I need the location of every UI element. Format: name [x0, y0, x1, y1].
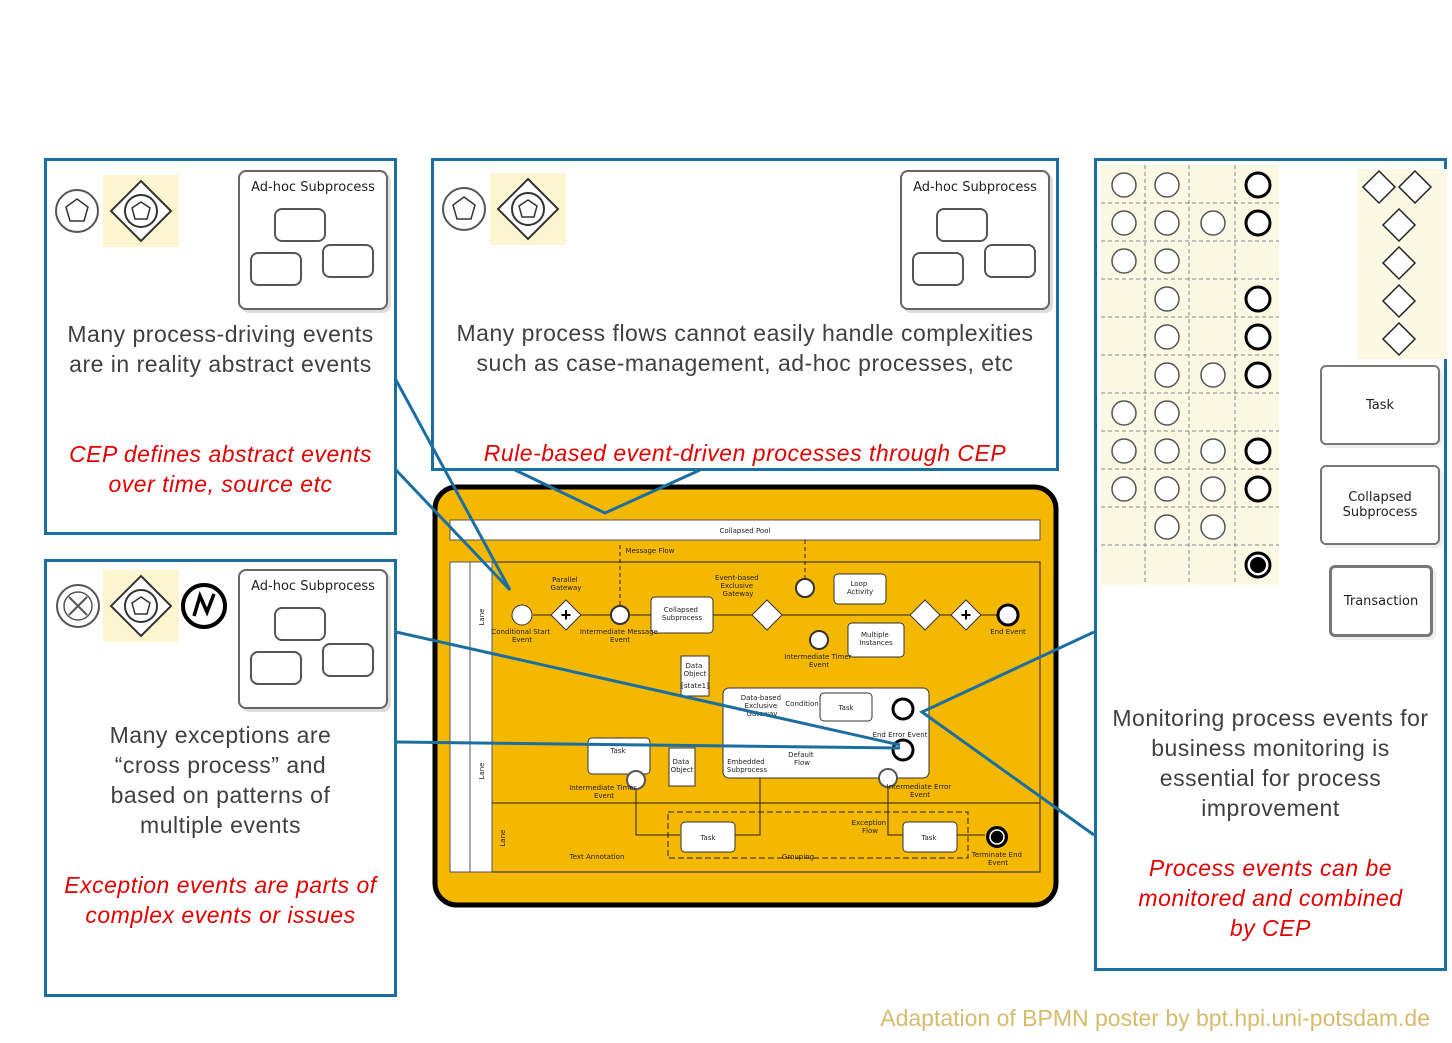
callout-highlight: CEP defines abstract events over time, s…	[69, 441, 372, 497]
gateway-palette	[1357, 169, 1447, 359]
palette-task: Task	[1320, 365, 1440, 445]
conditional-start-event-icon	[511, 604, 533, 626]
palette-transaction: Transaction	[1329, 565, 1433, 637]
pool-label: Collapsed Pool	[720, 527, 771, 535]
data-object-label: Data Object	[684, 662, 707, 678]
default-flow-label: Default Flow	[788, 751, 816, 767]
condition-label: Condition	[785, 700, 818, 708]
collapsed-subprocess-label: Collapsed Subprocess	[662, 606, 703, 622]
end-event-label: End Event	[990, 628, 1026, 636]
callout-highlight: Exception events are parts of complex ev…	[64, 872, 377, 928]
callout-body: Many process-driving events are in reali…	[67, 321, 374, 377]
adhoc-subprocess: Ad-hoc Subprocess	[238, 170, 388, 310]
timer-event-icon	[809, 630, 829, 650]
event-icons	[442, 173, 566, 245]
callout-body: Many exceptions are “cross process” and …	[109, 722, 332, 838]
terminate-event-label: Terminate End Event	[971, 851, 1024, 867]
event-gateway-icon	[751, 599, 783, 631]
data-gateway-label: Data-based Exclusive Gateway	[741, 694, 784, 718]
end-error-label: End Error Event	[873, 731, 928, 739]
parallel-gateway-icon	[550, 599, 582, 631]
embedded-subprocess-label: Embedded Subprocess	[727, 758, 768, 774]
message-event-icon	[610, 605, 630, 625]
data-object-label: Data Object	[671, 758, 694, 774]
lane-label: Lane	[478, 763, 486, 780]
lane-label: Lane	[478, 609, 486, 626]
svg-text:+: +	[961, 605, 972, 625]
footer-credit: Adaptation of BPMN poster by bpt.hpi.uni…	[880, 1005, 1430, 1031]
callout-abstract-events: Ad-hoc Subprocess Many process-driving e…	[44, 158, 397, 535]
palette-collapsed-subprocess: Collapsed Subprocess	[1320, 465, 1440, 545]
event-gateway-label: Event-based Exclusive Gateway	[715, 574, 761, 598]
callout-case-management: Ad-hoc Subprocess Many process flows can…	[431, 158, 1059, 471]
text-annotation-label: Text Annotation	[569, 853, 625, 861]
task-label: Task	[609, 747, 626, 755]
end-event-icon	[996, 603, 1020, 627]
event-icons	[55, 175, 179, 247]
svg-text:+: +	[561, 605, 572, 625]
task-label: Task	[699, 834, 716, 842]
callout-body: Many process flows cannot easily handle …	[456, 320, 1034, 376]
lane-label: Lane	[499, 830, 507, 847]
callout-highlight: Rule-based event-driven processes throug…	[483, 440, 1007, 466]
exception-flow-label: Exception Flow	[852, 819, 889, 835]
multiple-instances-label: Multiple Instances	[859, 631, 893, 647]
message-flow-label: Message Flow	[626, 547, 675, 555]
event-palette	[1101, 165, 1279, 585]
task-label: Task	[837, 704, 854, 712]
task-label: Task	[920, 834, 937, 842]
callout-body: Monitoring process events for business m…	[1112, 705, 1429, 821]
adhoc-subprocess: Ad-hoc Subprocess	[900, 170, 1050, 310]
adhoc-subprocess: Ad-hoc Subprocess	[238, 569, 388, 709]
callout-monitoring: Task Collapsed Subprocess Transaction Mo…	[1094, 158, 1447, 971]
parallel-gateway-label: Parallel Gateway	[551, 576, 582, 592]
grouping-label: Grouping	[782, 853, 814, 861]
timer-event-label: Intermediate Timer Event	[569, 784, 639, 800]
callout-exceptions: Ad-hoc Subprocess Many exceptions are “c…	[44, 559, 397, 997]
end-error-event-icon	[891, 738, 915, 762]
event-icons	[56, 570, 227, 642]
callout-highlight: Process events can be monitored and comb…	[1138, 855, 1403, 941]
loop-activity-label: Loop Activity	[847, 580, 873, 596]
data-state-label: [state1]	[681, 682, 709, 690]
